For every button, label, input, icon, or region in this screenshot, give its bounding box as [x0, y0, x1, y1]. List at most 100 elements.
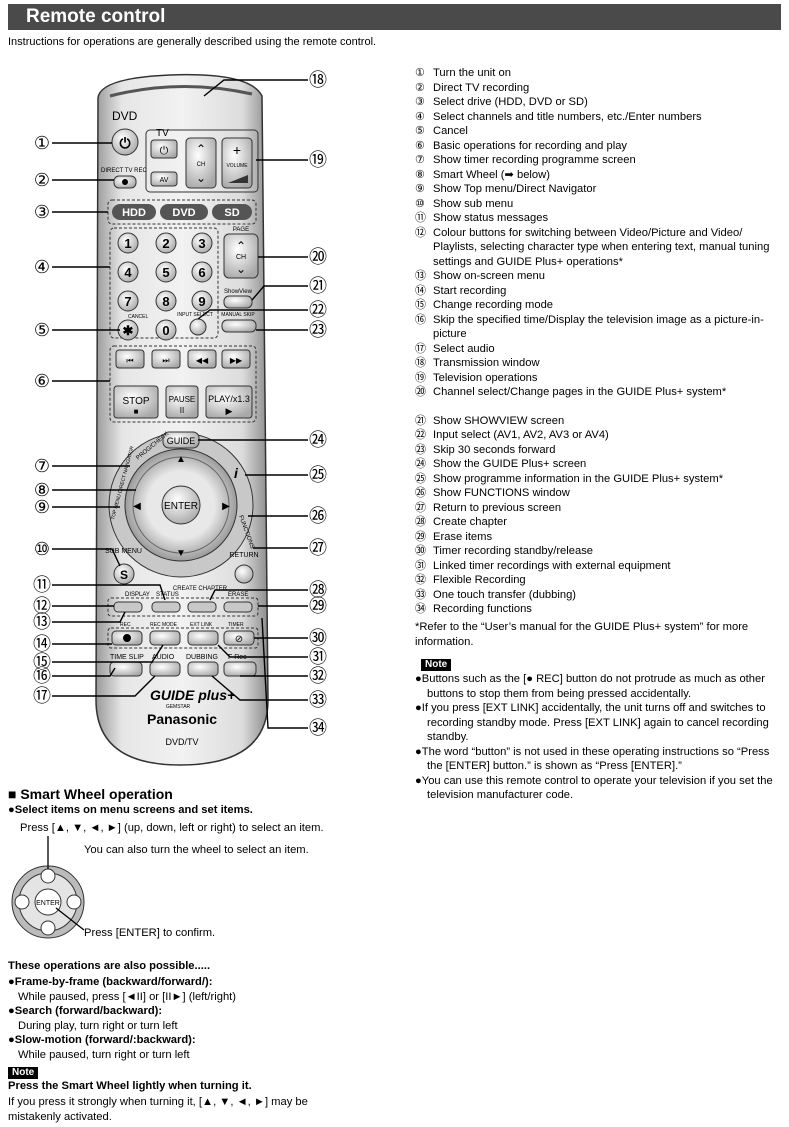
svg-text:▲: ▲	[176, 454, 186, 465]
av-button[interactable]	[150, 171, 178, 187]
pause-button[interactable]	[165, 385, 199, 419]
sd-button[interactable]	[212, 204, 252, 220]
dubbing-button[interactable]	[187, 661, 219, 677]
enter-button[interactable]	[161, 485, 201, 525]
digit-4-button[interactable]	[117, 261, 139, 283]
timer-icon: ⊘	[235, 634, 243, 645]
f-rec-button[interactable]	[223, 661, 257, 677]
digit-3-button[interactable]	[191, 232, 213, 254]
volume-rocker[interactable]	[221, 137, 253, 189]
colour-button-yellow[interactable]	[187, 601, 217, 613]
input-select-button[interactable]	[189, 318, 207, 336]
colour-button-blue[interactable]	[223, 601, 253, 613]
dvd-power-button[interactable]	[111, 128, 139, 156]
stop-button[interactable]	[113, 385, 159, 419]
tv-power-button[interactable]	[150, 139, 178, 159]
power-icon: ⏻	[119, 135, 130, 151]
callout-13: ⑬	[33, 612, 51, 632]
feature-number: ⑲	[415, 371, 426, 384]
feature-text: One touch transfer (dubbing)	[433, 588, 577, 601]
svg-text:AUDIO: AUDIO	[152, 654, 175, 661]
svg-text:DIRECT TV REC: DIRECT TV REC	[101, 168, 147, 174]
svg-text:▼: ▼	[176, 548, 186, 559]
digit-1-button[interactable]	[117, 232, 139, 254]
feature-text: Show status messages	[433, 212, 549, 224]
note-item: ●The word “button” is not used in these …	[415, 745, 770, 773]
guide-plus-logo: GUIDE plus+	[150, 687, 235, 703]
tv-label: TV	[156, 128, 169, 139]
callout-3: ③	[34, 202, 50, 222]
digit-9-button[interactable]	[191, 290, 213, 312]
digit-label: 5	[162, 265, 169, 280]
svg-text:TIME SLIP: TIME SLIP	[110, 654, 144, 661]
feature-text: Show timer recording programme screen	[433, 154, 636, 166]
feature-number: ㉜	[415, 574, 426, 586]
hdd-button[interactable]	[112, 204, 156, 220]
feature-number: ㉓	[415, 443, 426, 456]
digit-7-button[interactable]	[117, 290, 139, 312]
feature-text: Flexible Recording	[433, 574, 526, 586]
smart-wheel-subtitle: ●Select items on menu screens and set it…	[8, 804, 253, 816]
rewind-button[interactable]	[187, 349, 217, 369]
callout-4: ④	[34, 257, 50, 277]
feature-text: Skip the specified time/Display the tele…	[433, 313, 764, 341]
showview-button[interactable]	[223, 295, 253, 309]
page-ch-rocker[interactable]	[223, 233, 259, 279]
tv-power-icon: ⏻	[160, 145, 169, 157]
rec-mode-button[interactable]	[149, 630, 181, 646]
feature-text: Television operations	[433, 371, 538, 384]
svg-text:▶▶: ▶▶	[230, 356, 243, 365]
note-item: ●If you press [EXT LINK] accidentally, t…	[415, 702, 769, 743]
section-header: Remote control	[8, 4, 781, 30]
ext-link-button[interactable]	[187, 630, 219, 646]
digit-0-button[interactable]	[155, 319, 177, 341]
smart-wheel-diagram: ENTER	[11, 836, 85, 939]
return-button[interactable]	[234, 564, 254, 584]
svg-text:TIMER: TIMER	[228, 622, 244, 628]
svg-text:◀: ◀	[133, 501, 141, 512]
feature-number: ㉖	[415, 487, 426, 499]
feature-text: Direct TV recording	[433, 81, 530, 94]
callout-32: ㉜	[309, 666, 327, 686]
svg-text:⏮: ⏮	[126, 356, 133, 365]
feature-number: ⑱	[415, 357, 426, 369]
feature-number: ㉑	[415, 414, 426, 427]
svg-text:AV: AV	[160, 177, 169, 184]
audio-button[interactable]	[149, 661, 181, 677]
colour-button-green[interactable]	[151, 601, 181, 613]
skip-back-button[interactable]	[115, 349, 145, 369]
callout-24: ㉔	[309, 430, 327, 450]
manual-skip-button[interactable]	[221, 319, 257, 333]
feature-number: ⑫	[415, 226, 426, 239]
digit-8-button[interactable]	[155, 290, 177, 312]
svg-text:▶: ▶	[226, 406, 233, 416]
note2-body: If you press it strongly when turning it…	[8, 1096, 308, 1123]
skip-forward-button[interactable]	[151, 349, 181, 369]
sub-menu-button[interactable]	[113, 563, 135, 585]
fast-forward-button[interactable]	[221, 349, 251, 369]
svg-text:CH: CH	[197, 162, 206, 168]
digit-2-button[interactable]	[155, 232, 177, 254]
callout-1: ①	[34, 133, 50, 153]
dvd-drive-button[interactable]	[160, 204, 208, 220]
feature-number: ⑦	[415, 154, 425, 166]
feature-text: Start recording	[433, 284, 507, 297]
tv-ch-rocker[interactable]	[185, 137, 217, 189]
digit-label: 4	[124, 265, 132, 280]
digit-5-button[interactable]	[155, 261, 177, 283]
digit-6-button[interactable]	[191, 261, 213, 283]
operation-heading: ●Slow-motion (forward/:backward):	[8, 1034, 196, 1046]
callout-14: ⑭	[33, 634, 51, 654]
callout-28: ㉘	[309, 580, 327, 600]
play-button[interactable]	[205, 385, 253, 419]
callout-31: ㉛	[309, 647, 327, 667]
colour-button-red[interactable]	[113, 601, 143, 613]
feature-item: ⑦ Show timer recording programme screen	[415, 153, 787, 168]
